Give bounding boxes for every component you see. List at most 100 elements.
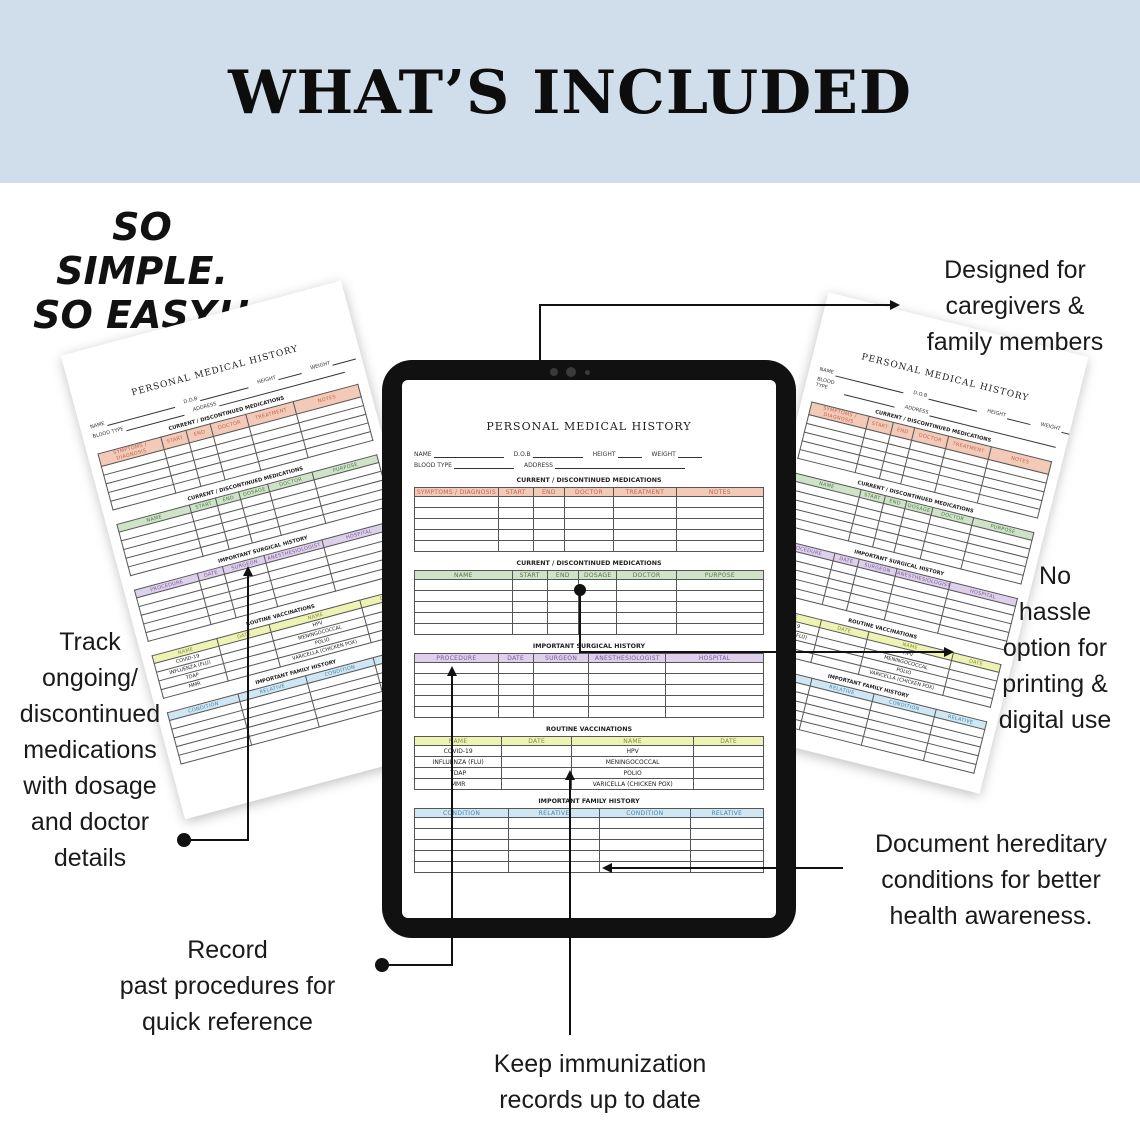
table-cell[interactable] — [675, 623, 765, 635]
table-cell[interactable] — [612, 496, 677, 508]
table-cell[interactable]: TDAP — [413, 767, 503, 779]
table-cell[interactable] — [511, 623, 548, 635]
table-cell[interactable] — [564, 507, 614, 519]
table-cell[interactable] — [578, 579, 618, 591]
table-cell[interactable] — [546, 612, 580, 624]
table-cell[interactable] — [598, 861, 691, 873]
table-cell[interactable] — [616, 612, 677, 624]
table-cell[interactable] — [612, 529, 677, 541]
table-cell[interactable] — [532, 673, 590, 685]
table-cell[interactable] — [511, 579, 548, 591]
table-cell[interactable] — [675, 579, 765, 591]
table-cell[interactable] — [511, 601, 548, 613]
table-cell[interactable] — [414, 579, 513, 591]
table-cell[interactable] — [501, 778, 573, 790]
table-cell[interactable] — [414, 623, 513, 635]
table-cell[interactable] — [665, 684, 764, 696]
table-cell[interactable] — [546, 590, 580, 602]
name-field[interactable] — [433, 452, 504, 458]
table-cell[interactable] — [413, 861, 510, 873]
table-cell[interactable]: INFLUENZA (FLU) — [413, 756, 503, 768]
table-cell[interactable] — [413, 850, 510, 862]
table-cell[interactable] — [508, 861, 600, 873]
table-cell[interactable] — [413, 839, 510, 851]
table-cell[interactable] — [532, 695, 590, 707]
table-cell[interactable] — [532, 662, 590, 674]
blood-type-field[interactable] — [453, 463, 514, 469]
table-cell[interactable] — [689, 817, 765, 829]
table-cell[interactable] — [414, 518, 499, 530]
table-cell[interactable] — [413, 817, 510, 829]
table-cell[interactable] — [588, 695, 667, 707]
table-cell[interactable] — [578, 601, 618, 613]
table-cell[interactable] — [689, 850, 765, 862]
table-cell[interactable] — [511, 612, 548, 624]
table-cell[interactable] — [675, 601, 765, 613]
table-cell[interactable]: VARICELLA (CHICKEN POX) — [571, 778, 695, 790]
table-cell[interactable] — [501, 745, 573, 757]
table-cell[interactable]: COVID-19 — [413, 745, 503, 757]
table-cell[interactable] — [675, 507, 765, 519]
table-cell[interactable] — [675, 540, 765, 552]
table-cell[interactable]: MMR — [413, 778, 503, 790]
table-cell[interactable] — [414, 673, 499, 685]
table-cell[interactable] — [616, 590, 677, 602]
table-cell[interactable] — [532, 529, 566, 541]
table-cell[interactable] — [675, 529, 765, 541]
table-cell[interactable] — [693, 767, 764, 779]
table-cell[interactable] — [508, 817, 600, 829]
table-cell[interactable] — [689, 839, 765, 851]
dob-field[interactable] — [532, 452, 583, 458]
table-cell[interactable] — [665, 706, 764, 718]
table-cell[interactable]: POLIO — [571, 767, 695, 779]
table-cell[interactable] — [693, 756, 764, 768]
table-cell[interactable] — [675, 612, 765, 624]
table-cell[interactable] — [665, 662, 764, 674]
table-cell[interactable] — [497, 684, 534, 696]
table-cell[interactable] — [693, 778, 764, 790]
table-cell[interactable] — [414, 706, 499, 718]
table-cell[interactable] — [497, 706, 534, 718]
table-cell[interactable] — [616, 601, 677, 613]
table-cell[interactable] — [532, 507, 566, 519]
table-cell[interactable] — [414, 529, 499, 541]
table-cell[interactable] — [414, 590, 513, 602]
table-cell[interactable] — [588, 673, 667, 685]
table-cell[interactable] — [665, 673, 764, 685]
table-cell[interactable] — [612, 518, 677, 530]
height-field[interactable] — [617, 452, 642, 458]
table-cell[interactable] — [588, 684, 667, 696]
table-cell[interactable] — [612, 507, 677, 519]
table-cell[interactable] — [588, 706, 667, 718]
weight-field[interactable] — [677, 452, 702, 458]
table-cell[interactable] — [612, 540, 677, 552]
table-cell[interactable] — [497, 507, 534, 519]
table-cell[interactable] — [497, 695, 534, 707]
table-cell[interactable] — [598, 850, 691, 862]
table-cell[interactable] — [675, 590, 765, 602]
table-cell[interactable] — [414, 684, 499, 696]
table-cell[interactable] — [616, 623, 677, 635]
table-cell[interactable] — [675, 518, 765, 530]
table-cell[interactable] — [665, 695, 764, 707]
table-cell[interactable] — [689, 861, 765, 873]
table-cell[interactable] — [546, 579, 580, 591]
table-cell[interactable] — [532, 706, 590, 718]
table-cell[interactable] — [414, 695, 499, 707]
table-cell[interactable] — [511, 590, 548, 602]
table-cell[interactable] — [578, 623, 618, 635]
table-cell[interactable]: HPV — [571, 745, 695, 757]
table-cell[interactable] — [546, 623, 580, 635]
table-cell[interactable] — [508, 839, 600, 851]
table-cell[interactable] — [508, 850, 600, 862]
table-cell[interactable] — [501, 767, 573, 779]
table-cell[interactable] — [414, 662, 499, 674]
table-cell[interactable] — [497, 518, 534, 530]
table-cell[interactable] — [414, 507, 499, 519]
address-field[interactable] — [554, 463, 685, 469]
table-cell[interactable] — [564, 540, 614, 552]
table-cell[interactable] — [414, 612, 513, 624]
table-cell[interactable] — [675, 496, 765, 508]
table-cell[interactable] — [497, 529, 534, 541]
table-cell[interactable]: MENINGOCOCCAL — [571, 756, 695, 768]
